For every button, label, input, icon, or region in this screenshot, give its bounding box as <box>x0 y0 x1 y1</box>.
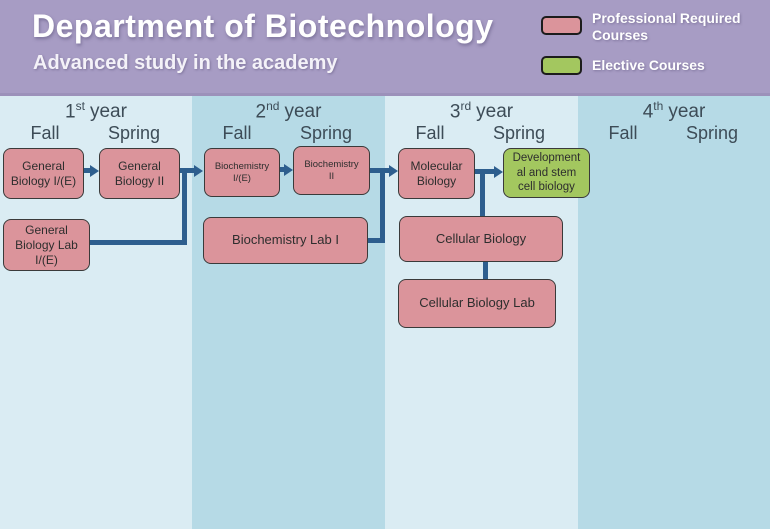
course-general-biology-2: General Biology II <box>99 148 180 199</box>
course-general-biology-lab: General Biology Lab I/(E) <box>3 219 90 271</box>
connector-cellbio-to-celllab-vertical <box>483 261 488 280</box>
course-cellular-biology-lab: Cellular Biology Lab <box>398 279 556 328</box>
year-4-spring-label: Spring <box>685 123 739 143</box>
connector-biochemlab-vertical <box>380 169 385 243</box>
course-biochemistry-lab-label: Biochemistry Lab I <box>232 232 339 248</box>
connector-genbiolab-horizontal <box>89 240 185 245</box>
course-cellular-biology-label: Cellular Biology <box>435 230 527 246</box>
legend-label-elective: Elective Courses <box>592 57 705 73</box>
course-biochemistry-1-label: Biochemistry I/(E) <box>214 160 270 184</box>
connector-biochem2-to-molbio-arrowhead <box>389 165 398 177</box>
year-4-fall-label: Fall <box>608 123 638 143</box>
course-general-biology-lab-label: General Biology Lab I/(E) <box>15 222 78 267</box>
course-developmental-stem-cell-biology: Development al and stem cell biology <box>503 148 590 198</box>
connector-genbio1-to-genbio2-line <box>84 168 91 173</box>
connector-biochem1-to-biochem2-line <box>280 167 285 172</box>
legend-swatch-professional <box>541 16 582 35</box>
connector-genbio2-to-biochem1-line <box>180 168 195 173</box>
connector-genbio1-to-genbio2-arrowhead <box>90 165 99 177</box>
year-2-spring-label: Spring <box>299 123 353 143</box>
course-molecular-biology-label: Molecular Biology <box>410 158 463 188</box>
connector-molbio-to-devstem-line <box>475 169 495 174</box>
course-developmental-stem-cell-biology-label: Development al and stem cell biology <box>512 152 581 194</box>
course-biochemistry-2-label: Biochemistry II <box>304 158 359 182</box>
header-banner: Department of Biotechnology Advanced stu… <box>0 0 770 96</box>
connector-biochem1-to-biochem2-arrowhead <box>284 164 293 176</box>
year-3-fall-label: Fall <box>415 123 445 143</box>
course-molecular-biology: Molecular Biology <box>398 148 475 199</box>
course-general-biology-1: General Biology I/(E) <box>3 148 84 199</box>
year-3-spring-label: Spring <box>492 123 546 143</box>
course-biochemistry-2: Biochemistry II <box>293 146 370 195</box>
legend-label-professional: Professional Required Courses <box>592 10 741 43</box>
year-2-fall-label: Fall <box>222 123 252 143</box>
course-biochemistry-1: Biochemistry I/(E) <box>204 148 280 197</box>
page-subtitle: Advanced study in the academy <box>33 52 338 74</box>
connector-genbio2-to-biochem1-arrowhead <box>194 165 203 177</box>
course-cellular-biology: Cellular Biology <box>399 216 563 262</box>
connector-molbio-to-devstem-arrowhead <box>494 166 503 178</box>
course-general-biology-1-label: General Biology I/(E) <box>10 158 77 188</box>
legend-swatch-elective <box>541 56 582 75</box>
year-1-fall-label: Fall <box>30 123 60 143</box>
course-biochemistry-lab: Biochemistry Lab I <box>203 217 368 264</box>
course-cellular-biology-lab-label: Cellular Biology Lab <box>419 295 535 311</box>
connector-biochemlab-horizontal <box>368 238 385 243</box>
course-general-biology-2-label: General Biology II <box>114 158 165 188</box>
page-title: Department of Biotechnology <box>32 8 494 44</box>
connector-genbiolab-vertical <box>182 169 187 245</box>
year-1-spring-label: Spring <box>107 123 161 143</box>
connector-cellbio-vertical <box>480 170 485 217</box>
